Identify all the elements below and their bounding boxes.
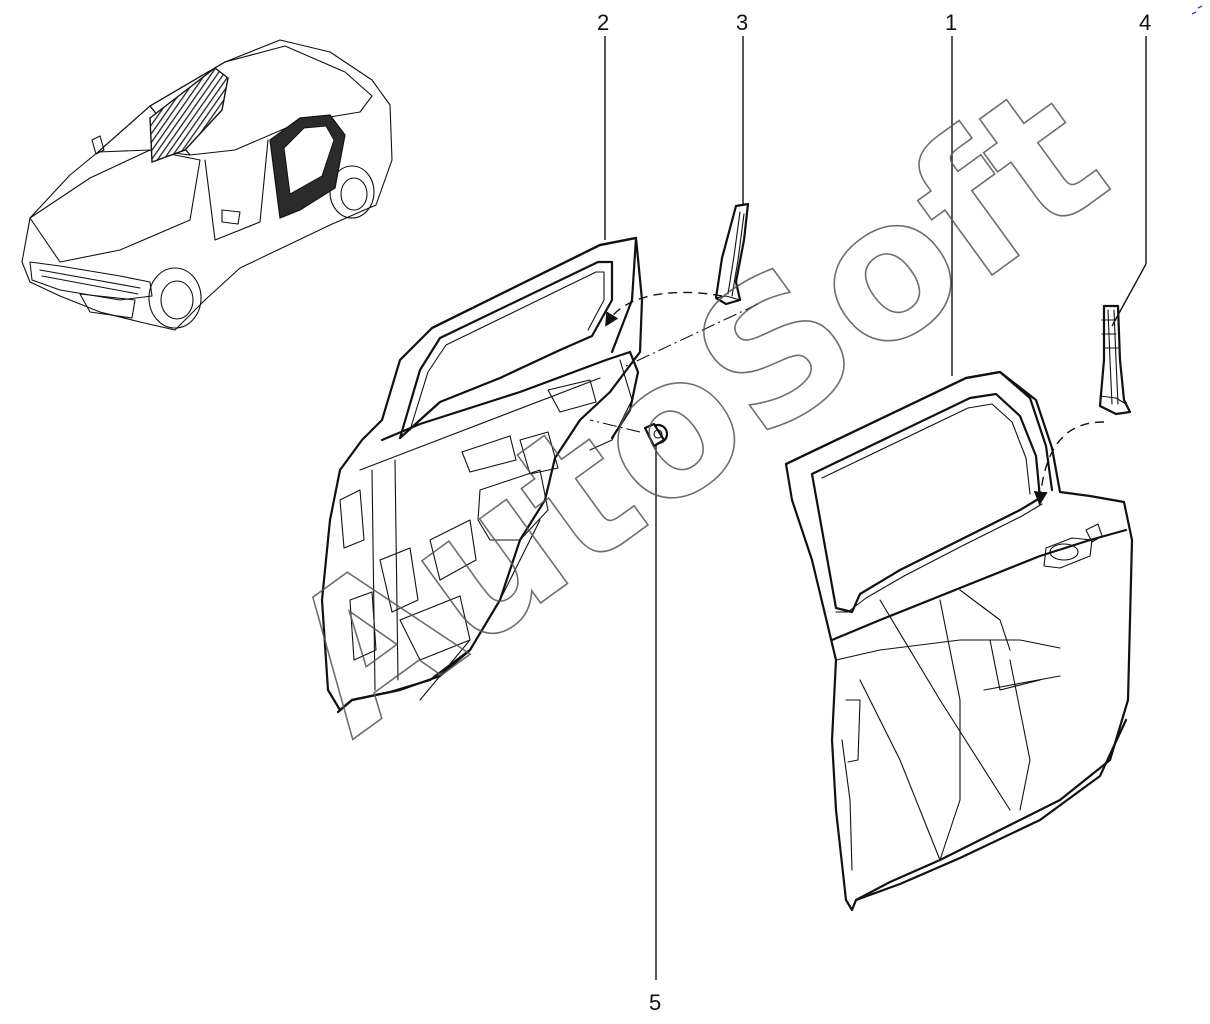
- callout-labels: 2 3 1 4 5: [597, 10, 1151, 1015]
- door-assembly-part-1: [784, 370, 1134, 912]
- callout-label-3: 3: [736, 10, 748, 35]
- guide-channel-part-3: [714, 202, 750, 306]
- callout-label-4: 4: [1139, 10, 1151, 35]
- callout-label-1: 1: [945, 10, 957, 35]
- bolt-part-5: [643, 422, 669, 448]
- callout-label-5: 5: [649, 990, 661, 1015]
- door-inner-panel-part-2: [320, 236, 644, 714]
- corner-mark: [1191, 5, 1203, 15]
- callout-label-2: 2: [597, 10, 609, 35]
- car-overview-illustration: [21, 39, 393, 331]
- leader-lines: [589, 36, 1147, 980]
- guide-channel-part-4: [1098, 304, 1132, 416]
